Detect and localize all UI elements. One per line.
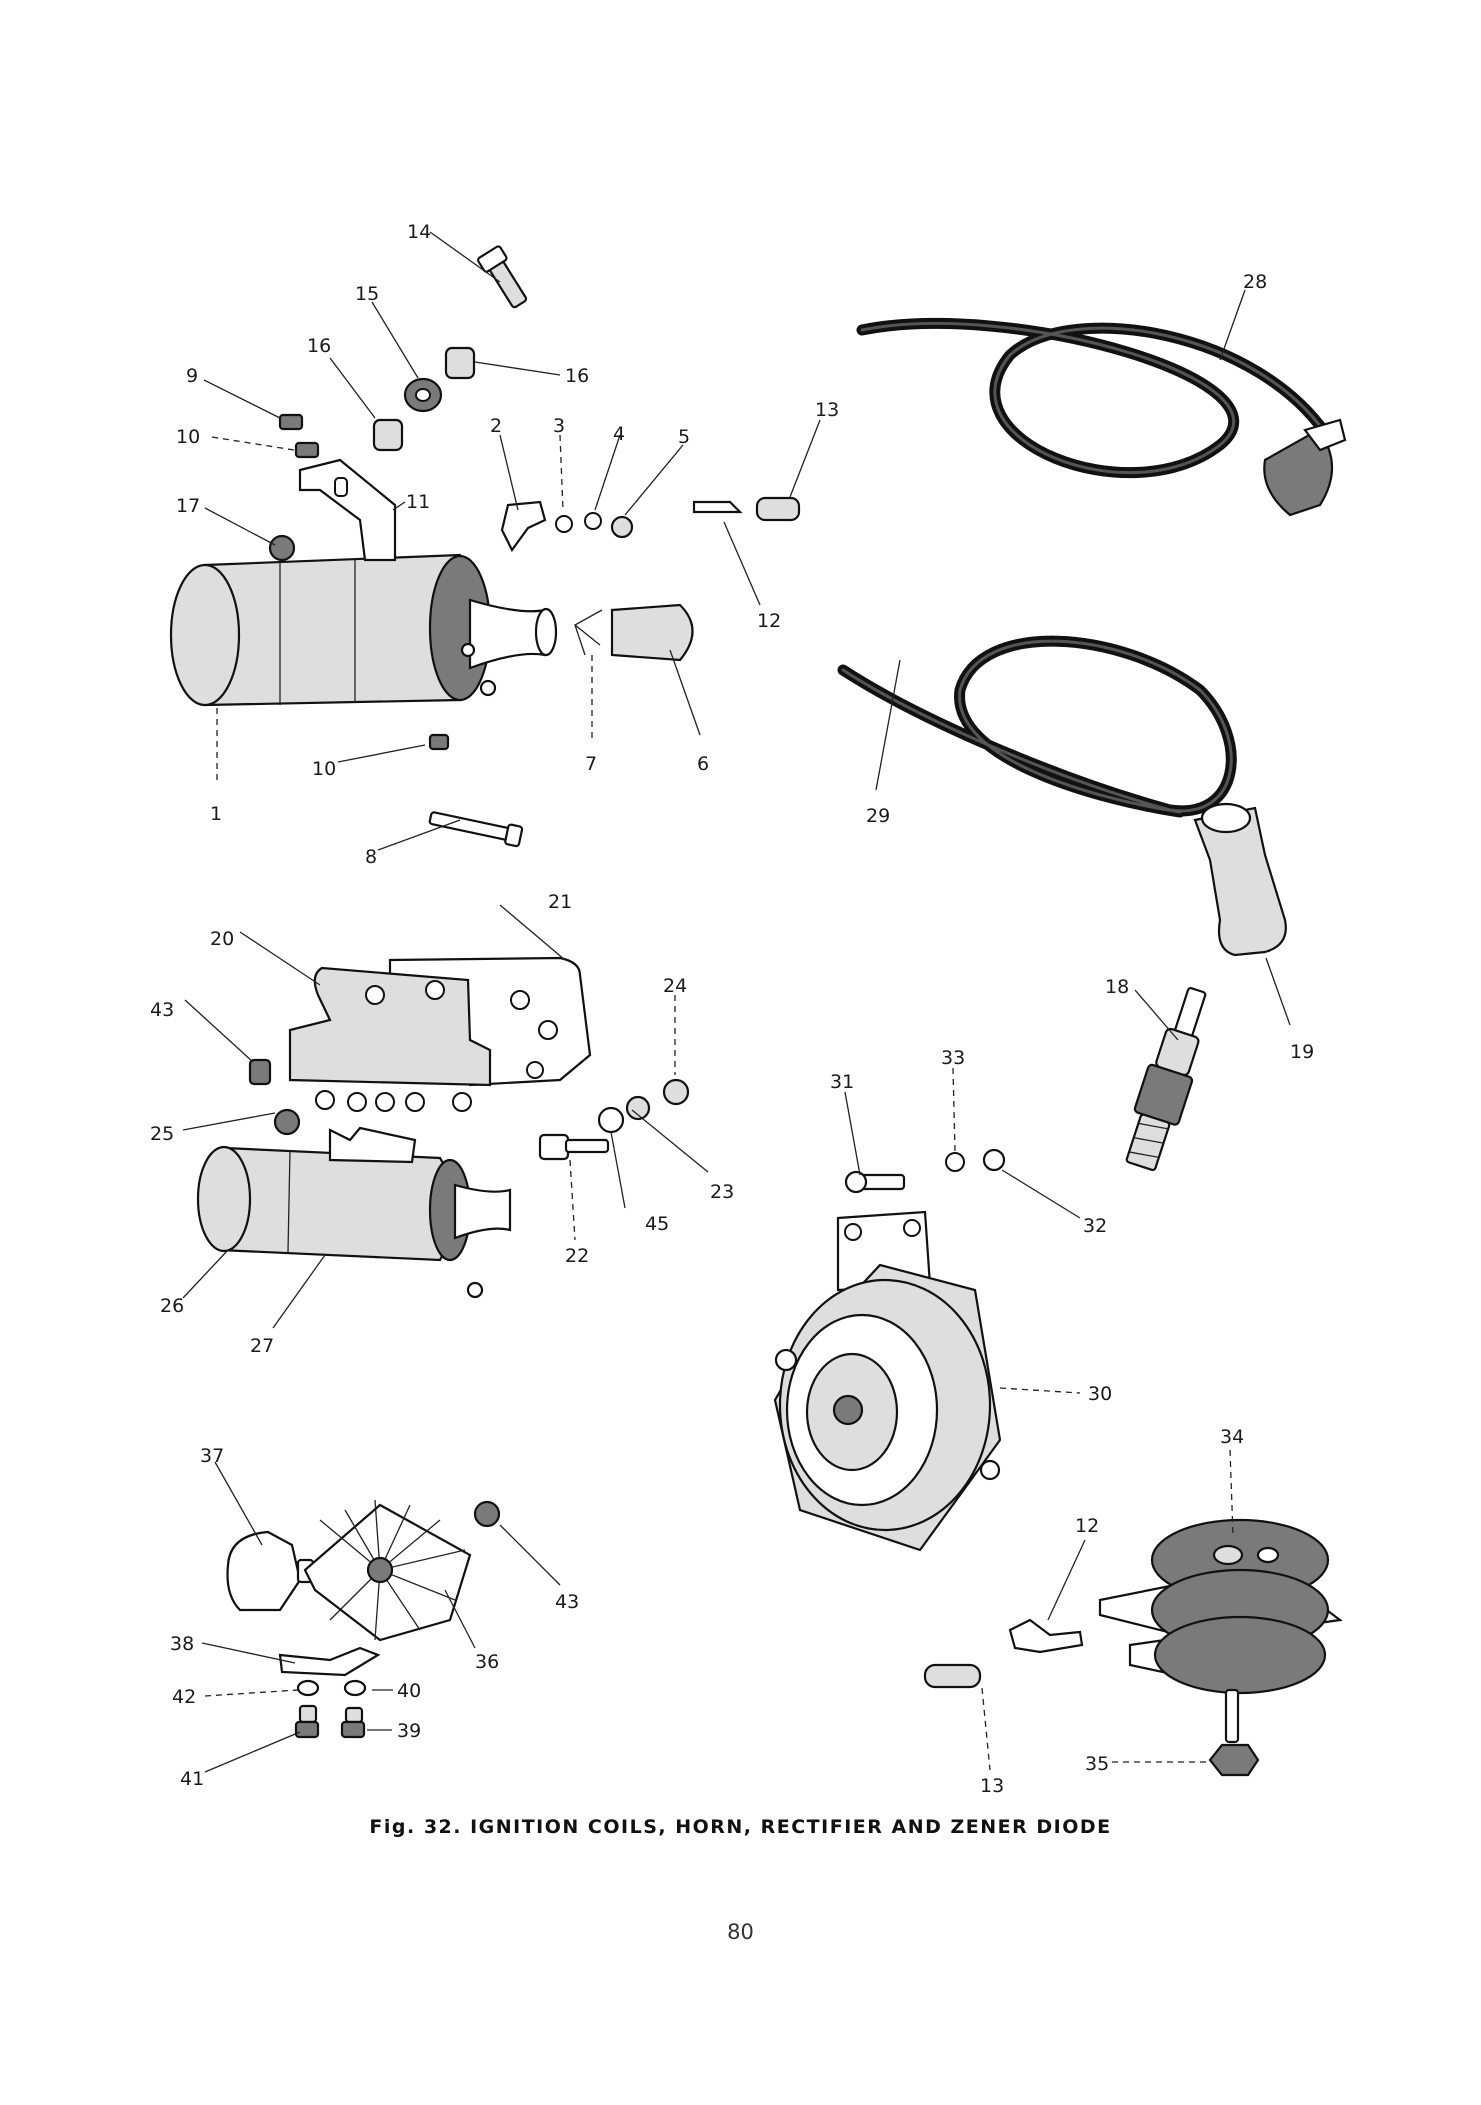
callout-1: 1 <box>210 803 222 825</box>
callout-7: 7 <box>585 753 597 775</box>
page-number: 80 <box>727 1920 754 1944</box>
second-coil-drawing <box>196 1126 512 1299</box>
callout-28: 28 <box>1243 271 1267 293</box>
callout-40: 40 <box>397 1680 421 1702</box>
callout-15: 15 <box>355 283 379 305</box>
callout-36: 36 <box>475 1651 499 1673</box>
callout-3: 3 <box>553 415 565 437</box>
callout-33: 33 <box>941 1047 965 1069</box>
figure-caption: Fig. 32. IGNITION COILS, HORN, RECTIFIER… <box>369 1816 1112 1838</box>
coil-mounting-brackets-drawing <box>248 956 690 1161</box>
ignition-coil-drawing <box>169 553 558 707</box>
callout-45: 45 <box>645 1213 669 1235</box>
small-parts-drawing <box>268 245 801 848</box>
callout-12-top: 12 <box>757 610 781 632</box>
callout-30: 30 <box>1088 1383 1112 1405</box>
callout-14: 14 <box>407 221 431 243</box>
spark-plug-drawing <box>1125 987 1207 1172</box>
callout-4: 4 <box>613 423 625 445</box>
leader-lines <box>182 231 1291 1773</box>
callout-24: 24 <box>663 975 687 997</box>
callout-34: 34 <box>1220 1426 1244 1448</box>
callout-20: 20 <box>210 928 234 950</box>
callout-43-bottom: 43 <box>555 1591 579 1613</box>
callout-8: 8 <box>365 846 377 868</box>
callout-39: 39 <box>397 1720 421 1742</box>
callout-27: 27 <box>250 1335 274 1357</box>
ht-lead-drawing <box>837 318 1347 957</box>
horn-drawing <box>773 1148 1006 1552</box>
coil-bracket-drawing <box>298 458 397 562</box>
callout-22: 22 <box>565 1245 589 1267</box>
callout-16-left: 16 <box>307 335 331 357</box>
callout-18: 18 <box>1105 976 1129 998</box>
callout-12-bottom: 12 <box>1075 1515 1099 1537</box>
callout-41: 41 <box>180 1768 204 1790</box>
callout-13-bottom: 13 <box>980 1775 1004 1797</box>
callout-9: 9 <box>186 365 198 387</box>
zener-heat-sink-drawing <box>226 1499 501 1739</box>
callout-35: 35 <box>1085 1753 1109 1775</box>
callout-11: 11 <box>406 491 430 513</box>
callout-6: 6 <box>697 753 709 775</box>
callout-labels: 14 15 16 16 9 10 17 11 2 3 4 5 13 12 1 1… <box>150 221 1314 1797</box>
callout-38: 38 <box>170 1633 194 1655</box>
callout-10-top: 10 <box>176 426 200 448</box>
callout-21: 21 <box>548 891 572 913</box>
callout-37: 37 <box>200 1445 224 1467</box>
callout-13-top: 13 <box>815 399 839 421</box>
callout-42: 42 <box>172 1686 196 1708</box>
callout-5: 5 <box>678 426 690 448</box>
callout-10-bottom: 10 <box>312 758 336 780</box>
callout-2: 2 <box>490 415 502 437</box>
rectifier-drawing <box>923 1518 1343 1777</box>
callout-32: 32 <box>1083 1215 1107 1237</box>
callout-43-top: 43 <box>150 999 174 1021</box>
callout-16-right: 16 <box>565 365 589 387</box>
callout-26: 26 <box>160 1295 184 1317</box>
callout-31: 31 <box>830 1071 854 1093</box>
callout-29: 29 <box>866 805 890 827</box>
callout-19: 19 <box>1290 1041 1314 1063</box>
callout-23: 23 <box>710 1181 734 1203</box>
callout-25: 25 <box>150 1123 174 1145</box>
callout-17: 17 <box>176 495 200 517</box>
